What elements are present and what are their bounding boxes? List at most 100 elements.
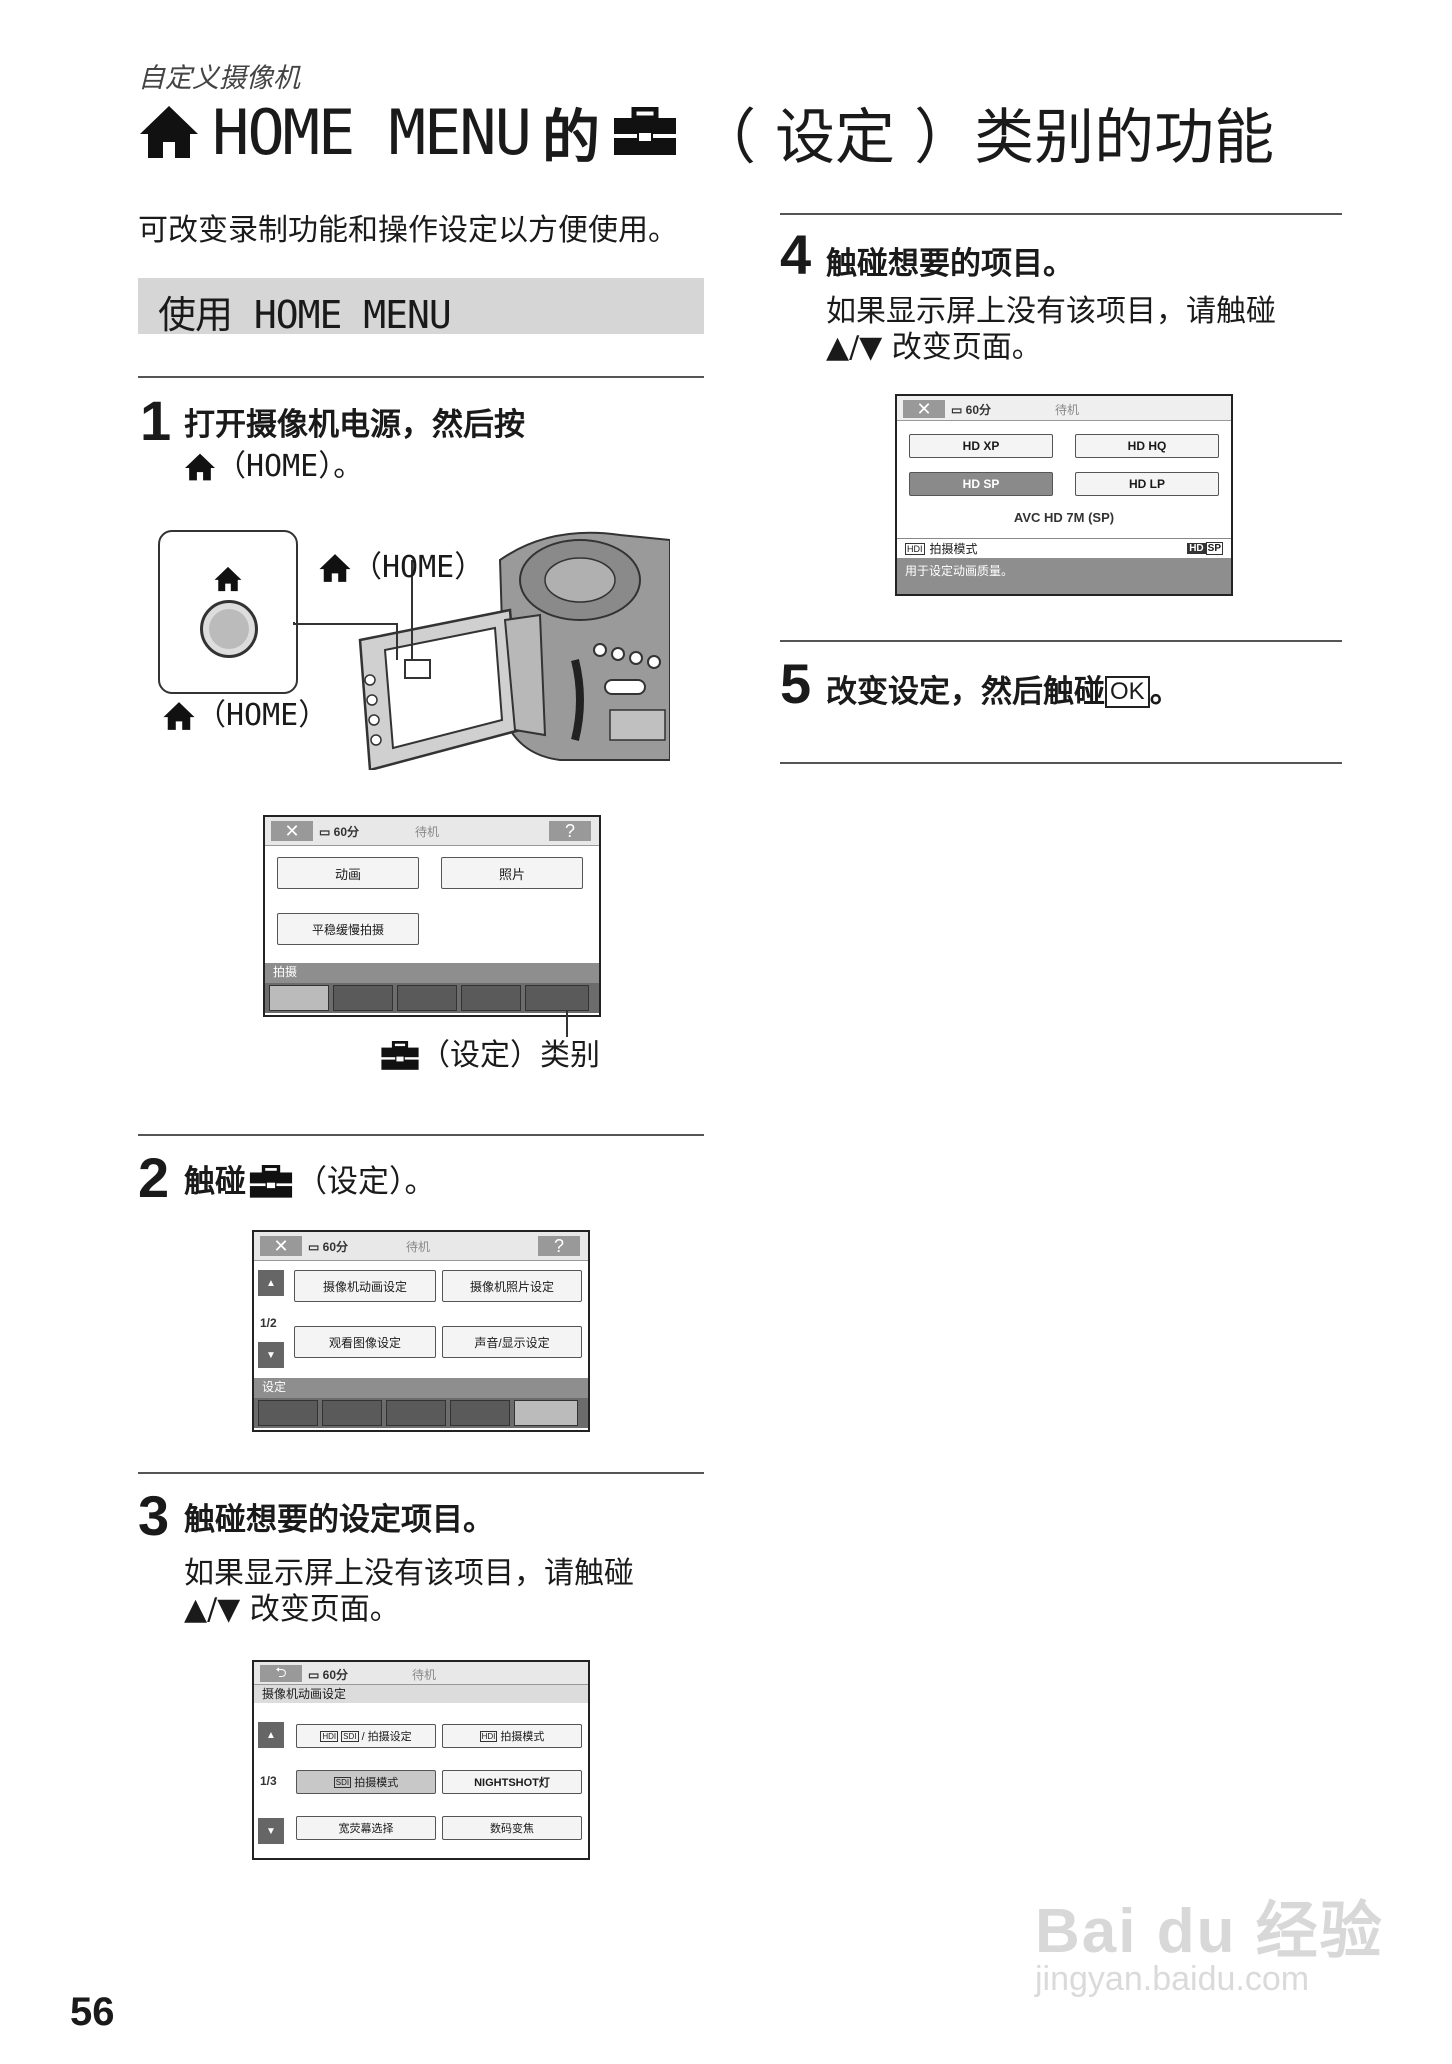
rec-setting-button[interactable]: HDI SDI / 拍摄设定 xyxy=(296,1724,436,1748)
step4-body1: 如果显示屏上没有该项目，请触碰 xyxy=(826,294,1276,329)
photo-button[interactable]: 照片 xyxy=(441,857,583,889)
lcd-screen-settings: ✕ ▭ 60分 待机 ? ▲ 1/2 ▼ 摄像机动画设定 摄像机照片设定 观看图… xyxy=(252,1230,590,1432)
settings-category-label: （设定）类别 xyxy=(420,1038,600,1073)
close-button[interactable]: ✕ xyxy=(903,399,945,419)
hd-rec-mode-button[interactable]: HDI 拍摄模式 xyxy=(442,1724,582,1748)
callout-home-left: （HOME） xyxy=(162,696,328,736)
step-number: 1 xyxy=(140,389,172,452)
step-number: 3 xyxy=(138,1484,170,1547)
page-title: HOME MENU 的 （ 设定 ）类别的功能 xyxy=(138,92,1274,173)
divider xyxy=(780,762,1342,764)
page-down-button[interactable]: ▼ xyxy=(258,1818,284,1844)
close-button[interactable]: ✕ xyxy=(271,821,313,841)
step3-body1: 如果显示屏上没有该项目，请触碰 xyxy=(184,1556,634,1591)
category-label: 拍摄 xyxy=(273,965,298,979)
sd-rec-mode-button[interactable]: SDI 拍摄模式 xyxy=(296,1770,436,1794)
watermark-brand: Bai du 经验 xyxy=(1035,1897,1384,1966)
callout-home-left-label: （HOME） xyxy=(196,698,329,733)
movie-button[interactable]: 动画 xyxy=(277,857,419,889)
page-up-button[interactable]: ▲ xyxy=(258,1722,284,1748)
rec-setting-label: / 拍摄设定 xyxy=(361,1731,412,1743)
tab-settings[interactable] xyxy=(525,985,589,1011)
step3-body2: ▲/▼ 改变页面。 xyxy=(184,1592,400,1627)
step2-text: 触碰 （设定）。 xyxy=(184,1162,436,1202)
sd-icon: SDI xyxy=(333,1776,352,1788)
hd-hq-button[interactable]: HD HQ xyxy=(1075,434,1219,458)
page-indicator: 1/2 xyxy=(260,1316,277,1330)
rec-mode-value: AVC HD 7M (SP) xyxy=(1013,510,1115,525)
sd-rec-mode-label: 拍摄模式 xyxy=(354,1777,399,1789)
lcd-status-bar xyxy=(265,817,599,846)
leader-line xyxy=(566,1011,568,1037)
status-text: 待机 xyxy=(406,1240,431,1254)
hd-icon: HDI xyxy=(479,1730,498,1742)
tab-shooting[interactable] xyxy=(269,985,329,1011)
home-button-zoom xyxy=(158,530,298,694)
ok-button-glyph: OK xyxy=(1105,676,1150,708)
nightshot-light-button[interactable]: NIGHTSHOT灯 xyxy=(442,1770,582,1794)
lcd-status-bar xyxy=(254,1232,588,1261)
sd-icon: SDI xyxy=(341,1730,359,1742)
settings-category-caption: （设定）类别 xyxy=(380,1036,600,1076)
page-subtitle: 自定义摄像机 xyxy=(138,63,300,94)
description-bar: 用于设定动画质量。 xyxy=(897,558,1231,594)
home-button[interactable] xyxy=(200,600,258,658)
toolbox-icon xyxy=(381,1041,419,1070)
tab-others[interactable] xyxy=(397,985,457,1011)
step4-title: 触碰想要的项目。 xyxy=(826,246,1074,282)
hd-sp-button[interactable]: HD SP xyxy=(909,472,1053,496)
tab-settings[interactable] xyxy=(514,1400,578,1426)
section-title: 使用 HOME MENU xyxy=(158,293,452,337)
tab-others[interactable] xyxy=(386,1400,446,1426)
step-number: 4 xyxy=(780,223,812,286)
home-icon xyxy=(163,702,195,730)
hd-icon: HDI xyxy=(905,542,925,555)
battery-label: 60分 xyxy=(322,1668,349,1682)
tab-manage-media[interactable] xyxy=(461,985,521,1011)
step2-text-a: 触碰 xyxy=(184,1164,246,1200)
lcd-screen-camera-movie-setting: ⮌ ▭ 60分 待机 摄像机动画设定 ▲ 1/3 ▼ HDI SDI / 拍摄设… xyxy=(252,1660,590,1860)
camera-photo-setting-button[interactable]: 摄像机照片设定 xyxy=(442,1270,582,1302)
step5-end: 。 xyxy=(1149,674,1181,710)
home-icon xyxy=(185,453,215,481)
lcd-screen-home: ✕ ▭ 60分 待机 ? 动画 照片 平稳缓慢拍摄 拍摄 xyxy=(263,815,601,1017)
help-button[interactable]: ? xyxy=(538,1236,580,1256)
hd-lp-button[interactable]: HD LP xyxy=(1075,472,1219,496)
tab-playback[interactable] xyxy=(333,985,393,1011)
back-button[interactable]: ⮌ xyxy=(260,1664,302,1682)
watermark-url: jingyan.baidu.com xyxy=(1035,1960,1310,1998)
battery-label: 60分 xyxy=(333,825,360,839)
close-button[interactable]: ✕ xyxy=(260,1236,302,1256)
page-down-button[interactable]: ▼ xyxy=(258,1342,284,1368)
tab-shooting[interactable] xyxy=(258,1400,318,1426)
help-button[interactable]: ? xyxy=(549,821,591,841)
tab-manage-media[interactable] xyxy=(450,1400,510,1426)
home-icon xyxy=(214,566,242,592)
smooth-slow-rec-button[interactable]: 平稳缓慢拍摄 xyxy=(277,913,419,945)
page-up-button[interactable]: ▲ xyxy=(258,1270,284,1296)
camera-movie-setting-button[interactable]: 摄像机动画设定 xyxy=(294,1270,436,1302)
sound-display-setting-button[interactable]: 声音/显示设定 xyxy=(442,1326,582,1358)
hd-rec-mode-label: 拍摄模式 xyxy=(500,1731,545,1743)
step-number: 2 xyxy=(138,1146,170,1209)
home-icon xyxy=(140,106,198,158)
title-home-menu: HOME MENU xyxy=(212,95,532,169)
status-text: 待机 xyxy=(1055,403,1080,417)
toolbox-icon xyxy=(613,107,676,155)
divider xyxy=(780,213,1342,215)
wide-select-button[interactable]: 宽荧幕选择 xyxy=(296,1816,436,1840)
step3-title: 触碰想要的设定项目。 xyxy=(184,1502,494,1538)
battery-label: 60分 xyxy=(322,1240,349,1254)
battery-indicator: ▭ 60分 xyxy=(308,1668,349,1682)
battery-label: 60分 xyxy=(965,403,992,417)
title-suffix: （ 设定 ）类别的功能 xyxy=(695,102,1275,173)
footer-label: 拍摄模式 xyxy=(929,542,978,556)
digital-zoom-button[interactable]: 数码变焦 xyxy=(442,1816,582,1840)
step5-text-label: 改变设定，然后触碰 xyxy=(826,674,1105,710)
divider xyxy=(138,1134,704,1136)
tab-playback[interactable] xyxy=(322,1400,382,1426)
page-indicator: 1/3 xyxy=(260,1774,277,1788)
view-images-setting-button[interactable]: 观看图像设定 xyxy=(294,1326,436,1358)
hd-xp-button[interactable]: HD XP xyxy=(909,434,1053,458)
lcd-status-bar xyxy=(897,396,1231,421)
